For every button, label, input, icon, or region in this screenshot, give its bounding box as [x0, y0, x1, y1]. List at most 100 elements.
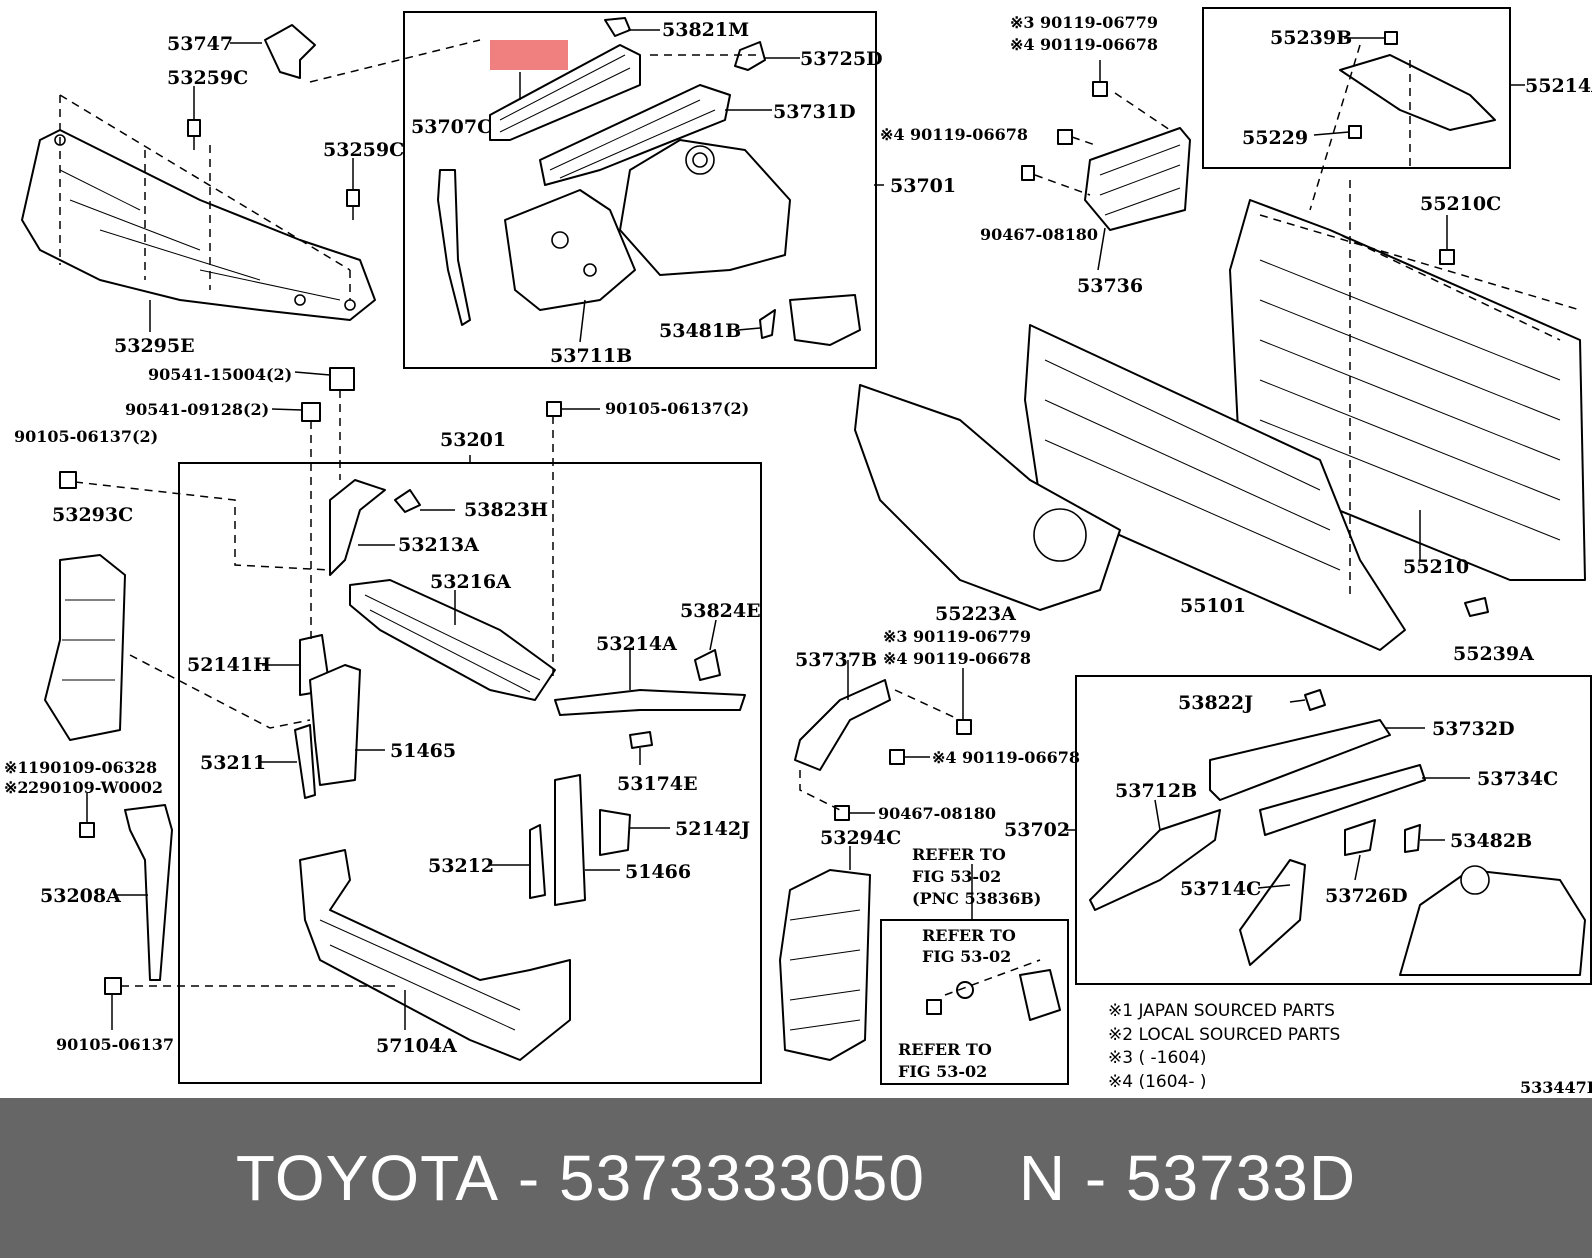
- label-57104a: 57104A: [376, 1035, 457, 1057]
- part-53211: [294, 724, 316, 799]
- part-53294c: [779, 869, 871, 1061]
- footer-pnc: 53733D: [1125, 1142, 1357, 1214]
- label-53295e: 53295E: [114, 335, 195, 357]
- label-55210: 55210: [1403, 556, 1469, 578]
- part-53481b-small: [759, 309, 776, 339]
- part-53725d: [734, 41, 766, 71]
- part-53208a: [124, 804, 173, 981]
- part-53481b: [789, 294, 861, 346]
- part-53212: [529, 824, 546, 899]
- part-52142j: [599, 809, 631, 856]
- label-53294c: 53294C: [820, 827, 901, 849]
- label-53732d: 53732D: [1432, 718, 1515, 740]
- part-53711b: [504, 189, 636, 311]
- refer2-line2: FIG 53-02: [922, 947, 1011, 966]
- footer-brand: TOYOTA: [235, 1142, 500, 1214]
- part-55239b: [1384, 31, 1398, 45]
- part-labels: 53747 53259C 53259C 53295E 53821M 53725D…: [4, 13, 1592, 1097]
- label-55210c: 55210C: [1420, 193, 1501, 215]
- part-53732d: [1209, 719, 1391, 801]
- label-53824e: 53824E: [680, 600, 761, 622]
- label-53736: 53736: [1077, 275, 1143, 297]
- note-2: ※2 LOCAL SOURCED PARTS: [1108, 1025, 1340, 1045]
- cushion-90541-09128: [301, 402, 321, 422]
- label-53212: 53212: [428, 855, 494, 877]
- footer-bar: TOYOTA - 5373333050 N - 53733D: [0, 1098, 1592, 1258]
- footer-gap: [925, 1141, 1019, 1215]
- highlight-53733d: [490, 40, 568, 70]
- diagram-svg: 53747 53259C 53259C 53295E 53821M 53725D…: [4, 7, 1592, 1097]
- mark-4-top: ※4: [1010, 35, 1035, 54]
- clip-53259c-a: [187, 119, 201, 150]
- label-90119-06678-top: 90119-06678: [1040, 35, 1158, 54]
- part-53747: [264, 24, 316, 79]
- label-90105-06137: 90105-06137: [56, 1035, 174, 1054]
- label-53214a: 53214A: [596, 633, 677, 655]
- footer-part-number: 5373333050: [558, 1142, 925, 1214]
- ref-code: 533447I: [1520, 1078, 1592, 1097]
- label-55101: 55101: [1180, 595, 1246, 617]
- label-53822j: 53822J: [1178, 692, 1253, 714]
- part-51465: [309, 664, 361, 786]
- part-53216a: [349, 579, 556, 701]
- label-53747: 53747: [167, 33, 233, 55]
- label-53702: 53702: [1004, 819, 1070, 841]
- refer3-line2: FIG 53-02: [898, 1062, 987, 1081]
- label-53293c: 53293C: [52, 504, 133, 526]
- part-55214a: [1339, 54, 1496, 131]
- refer2-line1: REFER TO: [922, 926, 1016, 945]
- label-53259c-a: 53259C: [167, 67, 248, 89]
- label-90467-08180-top: 90467-08180: [980, 225, 1098, 244]
- label-53259c-b: 53259C: [323, 139, 404, 161]
- part-53707c: [437, 169, 471, 326]
- part-53731d: [539, 84, 731, 186]
- mark-2: ※2: [4, 778, 29, 797]
- label-53481b: 53481B: [659, 320, 741, 342]
- refer1-line2: FIG 53-02: [912, 867, 1001, 886]
- label-53211: 53211: [200, 752, 266, 774]
- part-57104a: [299, 849, 571, 1061]
- clip-90467-top: [1021, 165, 1035, 181]
- group-frame-55214a: [1202, 7, 1511, 169]
- part-53823h: [394, 489, 421, 513]
- group-frame-refer: [880, 919, 1069, 1085]
- label-53725d: 53725D: [800, 48, 883, 70]
- bolt-190109: [79, 822, 95, 838]
- part-53736: [1084, 127, 1191, 231]
- label-51465: 51465: [390, 740, 456, 762]
- part-strut-tower: [619, 139, 791, 276]
- label-53707c: 53707C: [411, 116, 492, 138]
- bolt-90119-mid: [1057, 129, 1073, 145]
- mark-4-mid: ※4: [880, 125, 905, 144]
- mark-3-top: ※3: [1010, 13, 1035, 32]
- label-90119-06678-mid2: 90119-06678: [913, 649, 1031, 668]
- part-53482b: [1404, 824, 1421, 853]
- bolt-refer: [926, 999, 942, 1015]
- bolt-90119-06678-b: [889, 749, 905, 765]
- label-53731d: 53731D: [773, 101, 856, 123]
- part-51466: [554, 774, 586, 906]
- note-4: ※4 (1604- ): [1108, 1072, 1207, 1092]
- clip-53259c-b: [346, 189, 360, 220]
- part-53737b: [794, 679, 891, 771]
- label-53712b: 53712B: [1115, 780, 1197, 802]
- label-90119-06779-mid: 90119-06779: [913, 627, 1031, 646]
- part-53821m: [604, 17, 631, 37]
- parts-diagram: 53747 53259C 53259C 53295E 53821M 53725D…: [4, 7, 1592, 1097]
- part-53174e: [629, 731, 653, 749]
- bolt-90119-mid2: [956, 719, 972, 735]
- part-53734c: [1259, 764, 1426, 836]
- label-53216a: 53216A: [430, 571, 511, 593]
- group-frame-53701: [403, 11, 877, 369]
- label-55223a: 55223A: [935, 603, 1016, 625]
- part-53714c: [1239, 859, 1306, 966]
- label-55214a: 55214A: [1525, 75, 1592, 97]
- label-90119-06779-top: 90119-06779: [1040, 13, 1158, 32]
- label-90119-06678-bolt: 90119-06678: [962, 748, 1080, 767]
- note-1: ※1 JAPAN SOURCED PARTS: [1108, 1001, 1335, 1021]
- label-55239a: 55239A: [1453, 643, 1534, 665]
- part-53293c: [44, 554, 126, 741]
- label-90541-15004: 90541-15004(2): [148, 365, 292, 384]
- label-53714c: 53714C: [1180, 878, 1261, 900]
- refer1-line3: (PNC 53836B): [912, 889, 1041, 908]
